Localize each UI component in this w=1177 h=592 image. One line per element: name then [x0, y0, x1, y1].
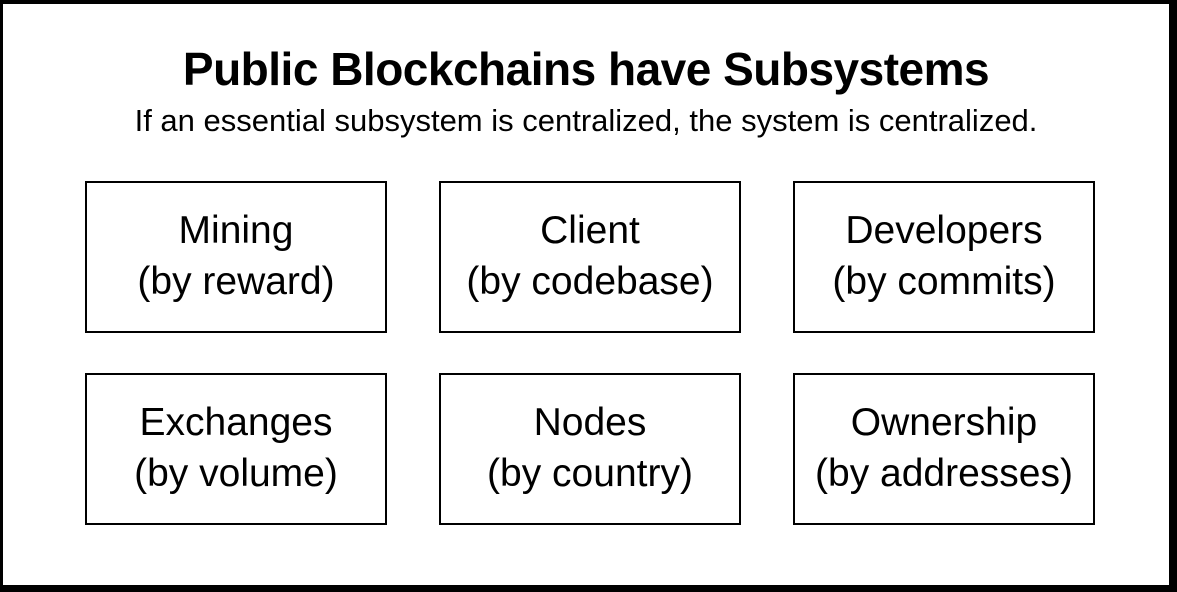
subsystem-metric: (by reward) — [137, 260, 335, 303]
subsystem-metric: (by country) — [487, 452, 693, 495]
subsystem-name: Developers — [845, 209, 1043, 253]
subsystem-name: Nodes — [533, 401, 647, 445]
subsystem-name: Mining — [178, 209, 294, 253]
subsystem-box-client: Client (by codebase) — [439, 181, 741, 333]
subsystem-metric: (by commits) — [832, 260, 1056, 303]
subsystem-box-exchanges: Exchanges (by volume) — [85, 373, 387, 525]
subsystem-metric: (by volume) — [134, 452, 338, 495]
subsystem-box-ownership: Ownership (by addresses) — [793, 373, 1095, 525]
subsystem-metric: (by addresses) — [815, 452, 1073, 495]
page-title: Public Blockchains have Subsystems — [182, 43, 990, 95]
subsystem-name: Ownership — [850, 401, 1038, 445]
page-subtitle: If an essential subsystem is centralized… — [134, 103, 1038, 138]
subsystem-metric: (by codebase) — [466, 260, 714, 303]
subsystem-name: Exchanges — [139, 401, 333, 445]
subsystem-name: Client — [540, 209, 640, 253]
subsystem-grid: Mining (by reward) Client (by codebase) … — [85, 181, 1095, 525]
subsystem-box-developers: Developers (by commits) — [793, 181, 1095, 333]
subsystem-box-nodes: Nodes (by country) — [439, 373, 741, 525]
subsystem-box-mining: Mining (by reward) — [85, 181, 387, 333]
